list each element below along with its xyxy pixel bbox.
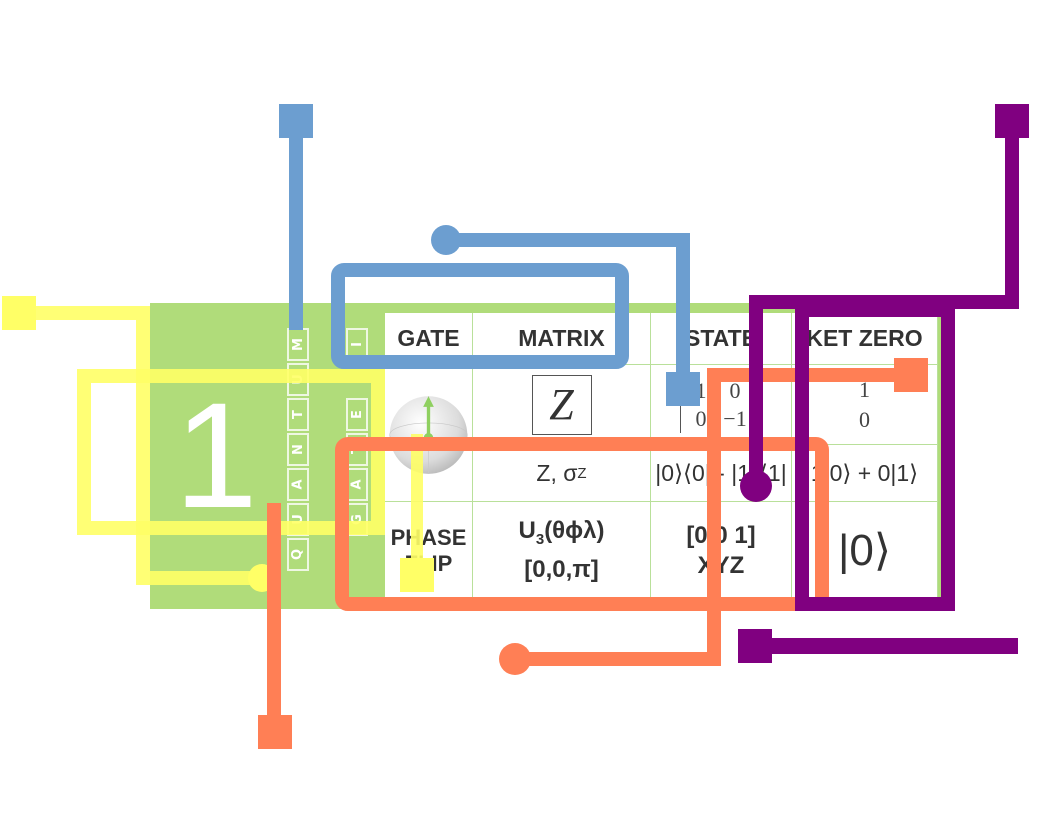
u3-formula: U3(θϕλ) <box>518 517 605 548</box>
state-entry: 0 <box>859 406 870 432</box>
yellow-square-terminal <box>400 558 434 592</box>
u3-values: [0,0,π] <box>524 555 599 583</box>
header-matrix: MATRIX <box>473 313 651 365</box>
purple-connector-group <box>738 104 1029 663</box>
yellow-square-terminal <box>2 296 36 330</box>
letter-cell: E <box>346 398 368 431</box>
blue-highlight-box <box>331 263 629 369</box>
purple-square-terminal <box>995 104 1029 138</box>
bloch-sphere-cell <box>385 365 473 502</box>
yellow-connector-group <box>2 296 434 592</box>
state-entry: 1 <box>859 376 870 402</box>
blue-square-terminal <box>666 372 700 406</box>
purple-square-terminal <box>738 629 772 663</box>
yellow-highlight-box <box>77 369 385 535</box>
purple-connector-line <box>749 138 1019 486</box>
matrix-entry: 0 <box>729 377 741 403</box>
card-number: 1 <box>174 371 258 539</box>
letter-cell: N <box>287 433 309 466</box>
state-vector: 1 0 <box>859 375 870 435</box>
matrix-entry: 0 <box>695 405 707 431</box>
matrix-entry: −1 <box>723 405 747 431</box>
blue-square-terminal <box>279 104 313 138</box>
purple-circle-terminal <box>740 470 772 502</box>
orange-connector-group <box>258 358 928 749</box>
orange-circle-terminal <box>499 643 531 675</box>
blue-connector-group <box>279 104 700 406</box>
matrix-entry: 1 <box>695 377 707 403</box>
orange-square-terminal <box>258 715 292 749</box>
orange-connector-line <box>515 368 895 666</box>
notation-name: Z, σ <box>536 459 578 486</box>
orange-square-terminal <box>894 358 928 392</box>
letter-cell: T <box>287 398 309 431</box>
gate-info-table: GATE MATRIX STATE KET ZERO Z 1 0 0 −1 1 … <box>385 313 938 600</box>
letter-cell: Q <box>287 538 309 571</box>
state-vector-cell: 1 0 <box>792 365 938 445</box>
blue-connector-line <box>446 233 690 383</box>
gate-symbol: Z <box>531 374 592 435</box>
letter-cell: A <box>287 468 309 501</box>
notation-subscript: Z <box>577 464 587 482</box>
bloch-sphere-icon <box>389 396 468 474</box>
header-ket-zero: KET ZERO <box>792 313 938 365</box>
header-state: STATE <box>651 313 792 365</box>
yellow-connector-line <box>36 306 262 585</box>
purple-highlight-box <box>795 303 955 611</box>
orange-highlight-box <box>335 437 829 611</box>
